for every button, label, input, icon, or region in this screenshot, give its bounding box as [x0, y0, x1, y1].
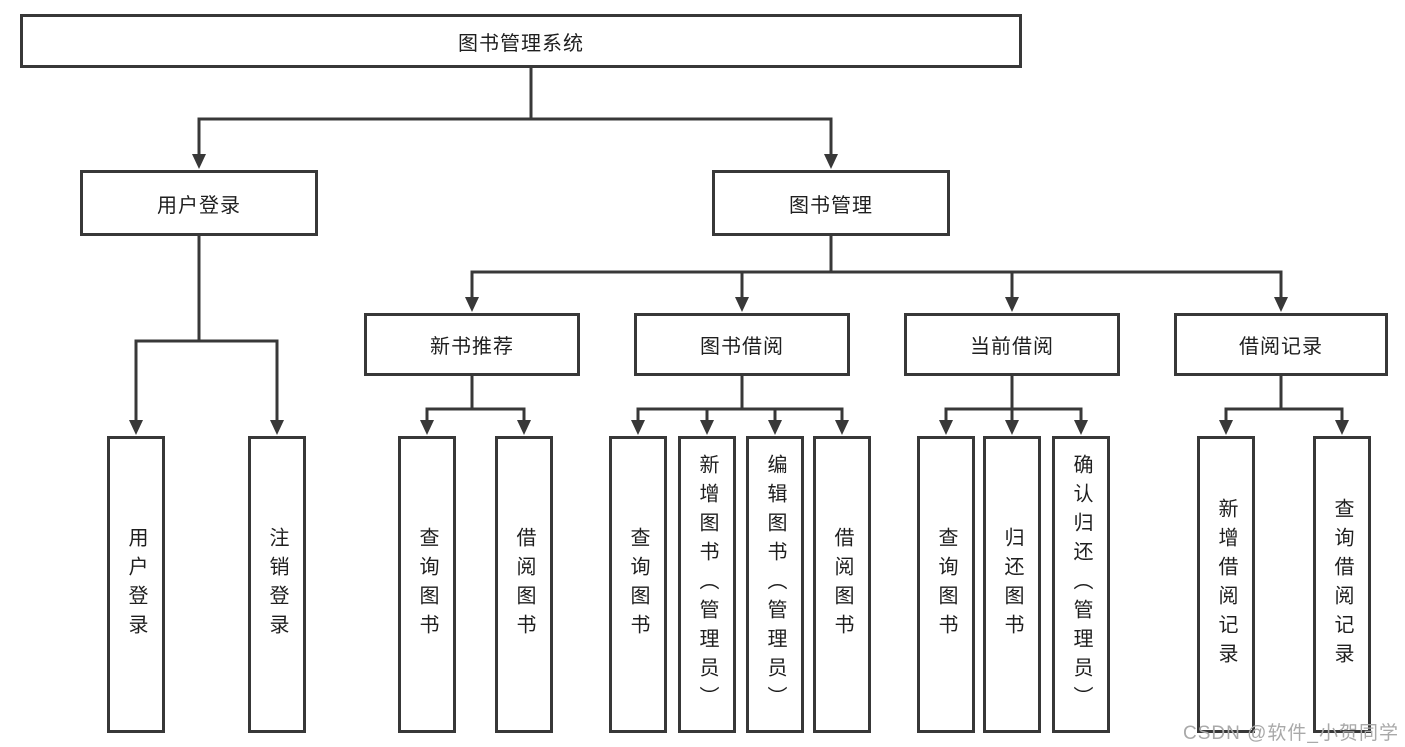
- csdn-watermark: CSDN @软件_小贺同学: [1183, 723, 1399, 744]
- leaf-add-books-admin: 新增图书（管理员）: [678, 436, 736, 733]
- leaf-query-borrow-record-label: 查询借阅记录: [1331, 497, 1353, 672]
- leaf-add-borrow-record-label: 新增借阅记录: [1215, 497, 1237, 672]
- node-root: 图书管理系统: [20, 14, 1022, 68]
- node-book-borrowing: 图书借阅: [634, 313, 850, 376]
- node-book-management-label: 图书管理: [789, 194, 873, 217]
- leaf-return-books: 归还图书: [983, 436, 1041, 733]
- node-new-book-recommend: 新书推荐: [364, 313, 580, 376]
- leaf-add-books-admin-label: 新增图书（管理员）: [696, 454, 718, 715]
- node-book-borrowing-label: 图书借阅: [700, 336, 784, 358]
- leaf-confirm-return-admin: 确认归还（管理员）: [1052, 436, 1110, 733]
- leaf-edit-books-admin-label: 编辑图书（管理员）: [764, 454, 786, 715]
- node-current-borrowing-label: 当前借阅: [970, 336, 1054, 358]
- node-user-login: 用户登录: [80, 170, 318, 236]
- leaf-query-books-borrow-label: 查询图书: [627, 526, 649, 643]
- leaf-user-login-label: 用户登录: [125, 526, 147, 643]
- node-borrow-records: 借阅记录: [1174, 313, 1388, 376]
- node-current-borrowing: 当前借阅: [904, 313, 1120, 376]
- leaf-borrow-books-label: 借阅图书: [831, 526, 853, 643]
- node-new-book-recommend-label: 新书推荐: [430, 336, 514, 358]
- leaf-query-borrow-record: 查询借阅记录: [1313, 436, 1371, 733]
- leaf-query-books-current: 查询图书: [917, 436, 975, 733]
- leaf-confirm-return-admin-label: 确认归还（管理员）: [1070, 454, 1092, 715]
- node-root-label: 图书管理系统: [458, 32, 584, 55]
- leaf-borrow-books: 借阅图书: [813, 436, 871, 733]
- leaf-borrow-books-recommend: 借阅图书: [495, 436, 553, 733]
- leaf-user-login: 用户登录: [107, 436, 165, 733]
- node-borrow-records-label: 借阅记录: [1239, 336, 1323, 358]
- leaf-add-borrow-record: 新增借阅记录: [1197, 436, 1255, 733]
- leaf-logout: 注销登录: [248, 436, 306, 733]
- leaf-query-books-recommend: 查询图书: [398, 436, 456, 733]
- leaf-edit-books-admin: 编辑图书（管理员）: [746, 436, 804, 733]
- leaf-query-books-current-label: 查询图书: [935, 526, 957, 643]
- leaf-query-books-borrow: 查询图书: [609, 436, 667, 733]
- node-user-login-label: 用户登录: [157, 194, 241, 217]
- leaf-query-books-recommend-label: 查询图书: [416, 526, 438, 643]
- leaf-logout-label: 注销登录: [266, 526, 288, 643]
- leaf-return-books-label: 归还图书: [1001, 526, 1023, 643]
- leaf-borrow-books-recommend-label: 借阅图书: [513, 526, 535, 643]
- node-book-management: 图书管理: [712, 170, 950, 236]
